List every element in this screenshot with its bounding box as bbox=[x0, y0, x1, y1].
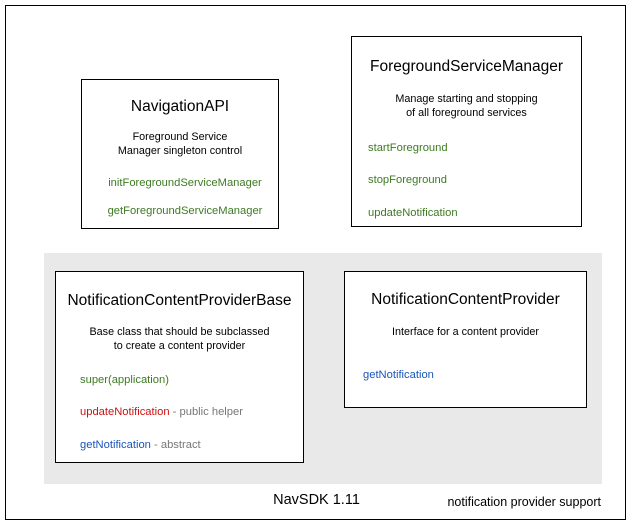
method-list-navigation-api: initForegroundServiceManager getForegrou… bbox=[82, 177, 278, 217]
class-description-line: to create a content provider bbox=[113, 339, 246, 352]
method-name: super(application) bbox=[80, 374, 169, 387]
class-box-foreground-service-manager[interactable]: ForegroundServiceManager Manage starting… bbox=[351, 36, 582, 227]
method-name: updateNotification bbox=[80, 406, 170, 419]
method-name: getForegroundServiceManager bbox=[107, 205, 263, 218]
method-name: stopForeground bbox=[368, 174, 447, 187]
class-description-line: of all foreground services bbox=[406, 106, 527, 119]
class-description-line: Manage starting and stopping bbox=[395, 92, 538, 105]
class-description-notification-content-provider-base: Base class that should be subclassed to … bbox=[56, 325, 303, 354]
method-list-foreground-service-manager: startForeground stopForeground updateNot… bbox=[352, 142, 581, 219]
method-row[interactable]: startForeground bbox=[368, 142, 581, 155]
diagram-outer-frame: notification provider support Navigation… bbox=[5, 5, 626, 520]
class-title-foreground-service-manager: ForegroundServiceManager bbox=[370, 58, 563, 75]
method-row[interactable]: getNotification - abstract bbox=[80, 438, 303, 451]
group-label: notification provider support bbox=[447, 495, 601, 509]
method-row[interactable]: updateNotification bbox=[368, 206, 581, 219]
method-list-notification-content-provider-base: super(application) updateNotification - … bbox=[56, 374, 303, 451]
method-row[interactable]: super(application) bbox=[80, 374, 303, 387]
class-description-line: Interface for a content provider bbox=[391, 325, 540, 338]
class-box-navigation-api[interactable]: NavigationAPI Foreground Service Manager… bbox=[81, 79, 279, 229]
class-description-foreground-service-manager: Manage starting and stopping of all fore… bbox=[352, 92, 581, 121]
class-description-navigation-api: Foreground Service Manager singleton con… bbox=[82, 130, 278, 159]
class-title-navigation-api: NavigationAPI bbox=[130, 98, 230, 115]
method-row[interactable]: updateNotification - public helper bbox=[80, 407, 303, 418]
method-name: updateNotification bbox=[368, 206, 458, 219]
method-note: - public helper bbox=[169, 406, 243, 419]
class-description-line: Base class that should be subclassed bbox=[89, 325, 270, 338]
class-box-notification-content-provider[interactable]: NotificationContentProvider Interface fo… bbox=[344, 271, 587, 408]
class-description-line: Manager singleton control bbox=[117, 144, 243, 157]
method-name: getNotification bbox=[363, 368, 434, 381]
method-name: getNotification bbox=[80, 438, 151, 451]
class-description-notification-content-provider: Interface for a content provider bbox=[345, 325, 586, 339]
method-name: initForegroundServiceManager bbox=[108, 177, 262, 190]
method-name: startForeground bbox=[368, 142, 448, 155]
method-row[interactable]: stopForeground bbox=[368, 175, 581, 186]
class-description-line: Foreground Service bbox=[132, 130, 228, 143]
footer-version-label: NavSDK 1.11 bbox=[273, 492, 360, 508]
method-row[interactable]: initForegroundServiceManager bbox=[92, 177, 278, 190]
class-title-notification-content-provider: NotificationContentProvider bbox=[371, 291, 560, 308]
method-note: - abstract bbox=[150, 438, 201, 451]
class-title-notification-content-provider-base: NotificationContentProviderBase bbox=[67, 292, 292, 309]
method-list-notification-content-provider: getNotification bbox=[345, 368, 586, 381]
method-row[interactable]: getNotification bbox=[363, 368, 586, 381]
class-box-notification-content-provider-base[interactable]: NotificationContentProviderBase Base cla… bbox=[55, 271, 304, 463]
method-row[interactable]: getForegroundServiceManager bbox=[92, 206, 278, 217]
